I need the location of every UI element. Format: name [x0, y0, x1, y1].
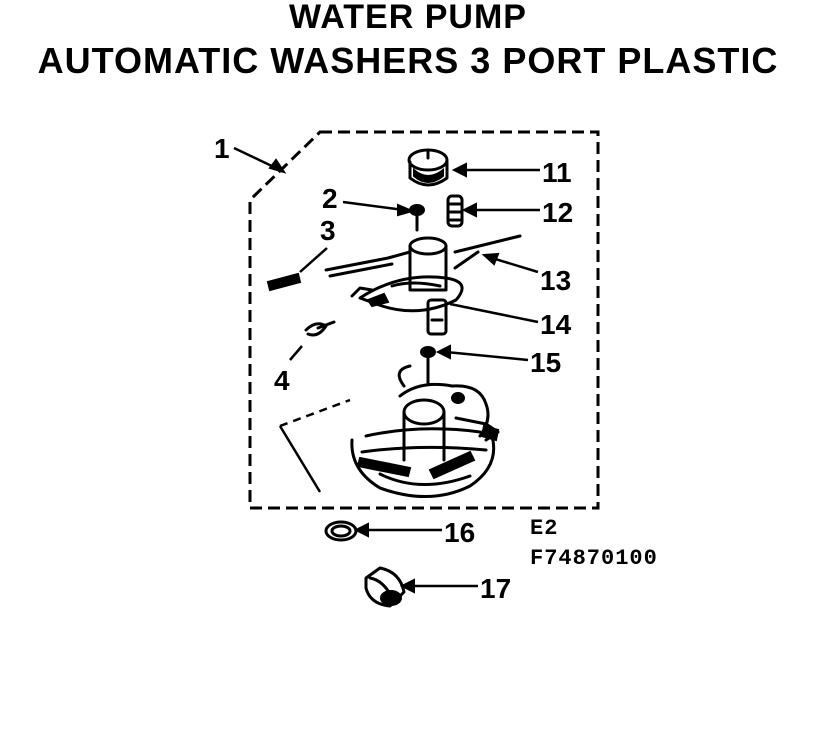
- diagram-title: WATER PUMP: [289, 0, 527, 36]
- part-11-pulley: [407, 148, 449, 187]
- diagram-number: F74870100: [530, 546, 658, 571]
- part-12-spring: [446, 194, 464, 228]
- part-3-pin: [266, 272, 302, 292]
- callout-16: 16: [444, 517, 475, 548]
- pump-base-housing: [350, 356, 500, 498]
- callout-11: 11: [542, 157, 572, 188]
- assembly-frame: [248, 130, 600, 510]
- part-16-seal: [324, 520, 358, 542]
- part-17-coupling: [364, 566, 406, 608]
- part-4-clip: [304, 320, 336, 337]
- callout-15: 15: [530, 347, 561, 378]
- leader-lines: [233, 146, 540, 594]
- diagram-subtitle: AUTOMATIC WASHERS 3 PORT PLASTIC: [37, 40, 779, 81]
- part-2-screw: [409, 204, 425, 232]
- callout-4: 4: [274, 365, 290, 396]
- part-14-pump-cover: [324, 236, 464, 336]
- part-15-oring: [420, 346, 436, 358]
- part-13-lever: [453, 234, 522, 270]
- callout-17: 17: [480, 573, 511, 604]
- callout-14: 14: [540, 309, 572, 340]
- callout-13: 13: [540, 265, 571, 296]
- callout-3: 3: [320, 215, 336, 246]
- callout-2: 2: [322, 183, 338, 214]
- revision-code: E2: [530, 516, 558, 541]
- callout-1: 1: [214, 133, 230, 164]
- callout-12: 12: [542, 197, 573, 228]
